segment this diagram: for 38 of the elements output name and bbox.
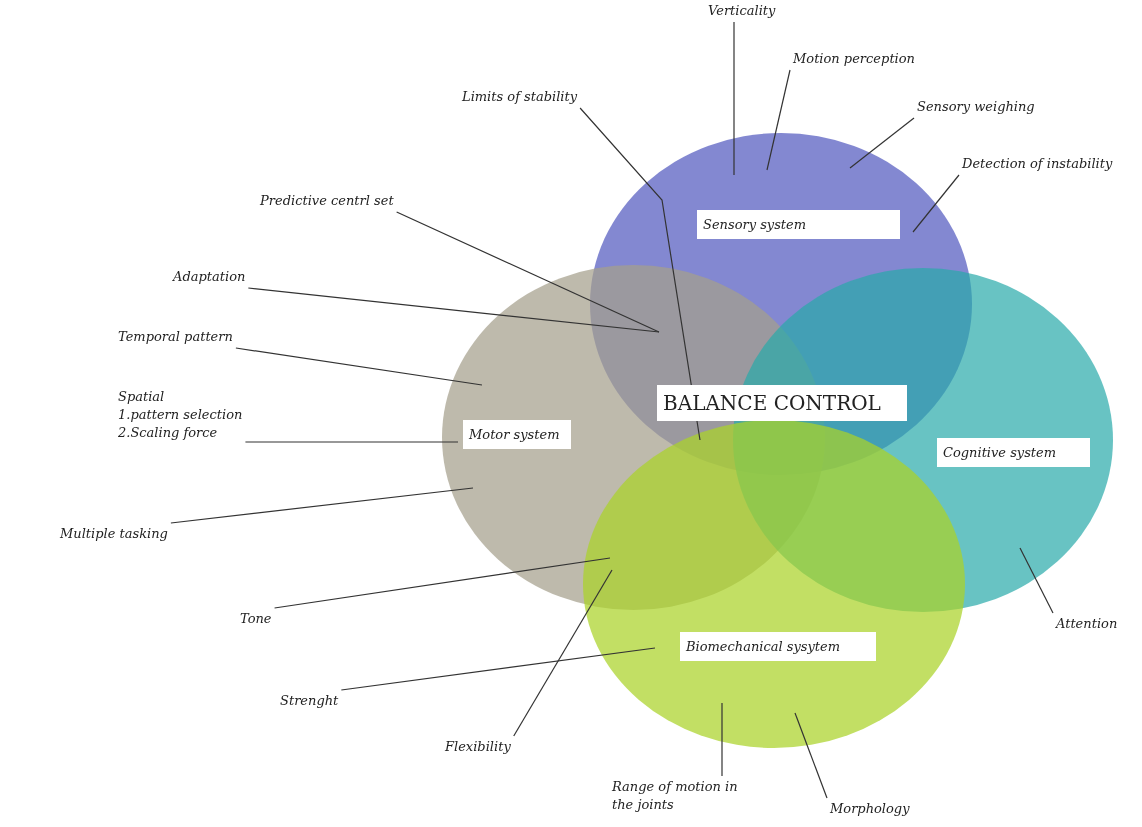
leader-line (766, 69, 791, 171)
circle-label: Motor system (463, 420, 571, 449)
leader-line (912, 174, 960, 233)
leader-line (794, 712, 828, 799)
callout-text: Detection of instability (962, 155, 1113, 173)
callout-text: Adaptation (173, 268, 246, 286)
leader-line (273, 557, 611, 609)
leader-line (1019, 547, 1054, 614)
leader-line (579, 107, 701, 441)
leader-line (247, 287, 660, 333)
callout-text: Morphology (830, 800, 910, 818)
circle-label: Sensory system (697, 210, 900, 239)
leader-line (849, 117, 915, 169)
callout-text: Sensory weighing (917, 98, 1035, 116)
callout-text: Temporal pattern (118, 328, 233, 346)
leader-line (235, 347, 483, 386)
circle-label: Biomechanical sysytem (680, 632, 876, 661)
leader-line (396, 211, 660, 333)
leader-line (170, 487, 474, 524)
callout-text: Spatial (118, 388, 166, 406)
leader-line (733, 21, 735, 176)
callout-text: Predictive centrl set (260, 192, 394, 210)
circle-label: Cognitive system (937, 438, 1090, 467)
callout-text: Tone (240, 610, 272, 628)
callout-text: Attention (1056, 615, 1118, 633)
leader-line (721, 702, 723, 777)
callout-text: Flexibility (445, 738, 511, 756)
callout-text: Limits of stability (462, 88, 578, 106)
callout-text: 2.Scaling force (118, 424, 219, 442)
leader-line (513, 569, 613, 737)
leader-line (340, 647, 656, 691)
callout-text: Strenght (280, 692, 339, 710)
callout-text: Verticality (708, 2, 776, 20)
callout-text: Range of motion in the joints (612, 778, 762, 814)
callout-text: Motion perception (793, 50, 915, 68)
callout-text: Multiple tasking (60, 525, 168, 543)
callout-text: 1.pattern selection (118, 406, 243, 424)
leader-line (244, 441, 459, 443)
